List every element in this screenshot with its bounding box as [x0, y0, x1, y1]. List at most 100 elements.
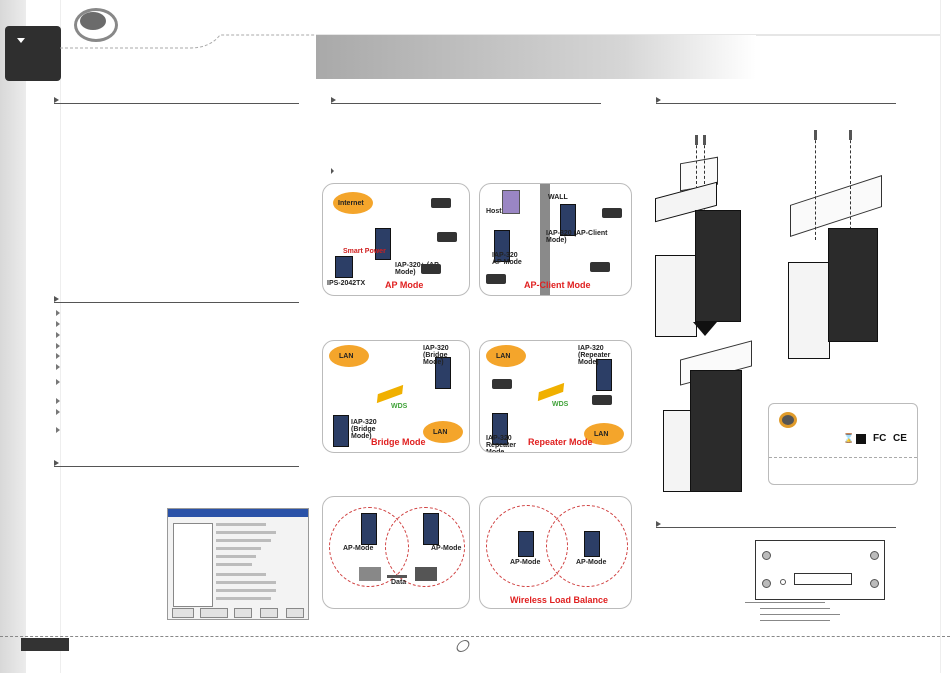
- mode-title: AP Mode: [385, 280, 424, 290]
- client-label: IAP-320 (AP-Client Mode): [546, 230, 608, 244]
- coverage-area: [385, 507, 465, 587]
- ap-label: IAP-320 AP Mode: [492, 252, 522, 266]
- access-point-icon: [375, 228, 391, 260]
- access-point-icon: [518, 531, 534, 557]
- section-rule: [54, 466, 299, 467]
- repeater-mode-diagram: LAN IAP-320 (Repeater Mode) IAP-320 Repe…: [479, 340, 632, 453]
- scan-button[interactable]: [200, 608, 228, 618]
- info-row: [216, 555, 256, 558]
- laptop-icon: [492, 379, 512, 389]
- mode-title: Wireless Load Balance: [510, 595, 608, 605]
- ap-label: AP-Mode: [576, 559, 607, 566]
- device-label: IAP-320+ (AP Mode): [395, 262, 439, 276]
- data-link: [387, 575, 407, 578]
- info-row: [216, 597, 271, 600]
- refresh-button[interactable]: [172, 608, 194, 618]
- logo-mark-icon: [80, 12, 106, 30]
- lan-label: LAN: [594, 431, 609, 438]
- device-label: IAP-320 (Bridge Mode): [423, 345, 449, 366]
- access-point-icon: [333, 415, 349, 447]
- load-balance-diagram: AP-Mode AP-Mode Wireless Load Balance: [479, 496, 632, 609]
- brand-logo-mark: [782, 415, 794, 425]
- ap-mode-diagram: Internet IAP-320+ (AP Mode) IPS-2042TX S…: [322, 183, 470, 296]
- callout-line: [760, 608, 830, 609]
- header-banner: [316, 35, 756, 79]
- laptop-icon: [602, 208, 622, 218]
- guide-line: [815, 130, 816, 240]
- host-label: Host: [486, 208, 502, 215]
- internet-cloud-icon: [333, 192, 373, 214]
- access-point-icon: [560, 204, 576, 236]
- info-row: [216, 581, 276, 584]
- feature-bullet-icon: [56, 427, 64, 435]
- host-icon: [502, 190, 520, 214]
- section-arrow-icon: [656, 97, 661, 103]
- device-label: IAP-320 (Repeater Mode): [578, 345, 611, 366]
- section-rule: [656, 103, 896, 104]
- down-arrow-icon: [693, 322, 717, 336]
- apply-button[interactable]: [234, 608, 252, 618]
- window-titlebar: [168, 509, 308, 517]
- lan-label: LAN: [339, 353, 354, 360]
- info-row: [216, 539, 271, 542]
- guide-line: [60, 0, 61, 673]
- section-rule: [54, 103, 299, 104]
- lan-label: LAN: [433, 429, 448, 436]
- feature-bullet-icon: [56, 379, 64, 387]
- front-panel-diagram: [755, 540, 885, 600]
- feature-bullet-icon: [56, 409, 64, 417]
- access-point-icon: [492, 413, 508, 445]
- device-list: [173, 523, 213, 607]
- lan-cloud-icon: [423, 421, 463, 443]
- wds-link: WDS: [537, 382, 568, 408]
- mount-hole: [762, 551, 771, 560]
- guide-line: [940, 0, 941, 673]
- laptop-icon: [486, 274, 506, 284]
- device-label: IAP-320 Repeater Mode: [486, 435, 516, 453]
- left-sidebar-strip: [0, 0, 26, 673]
- laptop-icon: [590, 262, 610, 272]
- chevron-down-icon: [17, 38, 25, 43]
- footer-logo-icon: [454, 640, 472, 652]
- ap-label: AP-Mode: [510, 559, 541, 566]
- access-point-icon: [494, 230, 510, 262]
- feature-bullet-icon: [56, 398, 64, 406]
- product-label-card: [768, 403, 918, 485]
- section-rule: [54, 302, 299, 303]
- device-label: IAP-320 (Bridge Mode): [351, 419, 377, 440]
- screw-icon: [703, 135, 706, 145]
- section-rule: [331, 103, 601, 104]
- section-arrow-icon: [331, 97, 336, 103]
- ap-wds-diagram: AP-Mode AP-Mode Data: [322, 496, 470, 609]
- feature-bullet-icon: [56, 332, 64, 340]
- info-row: [216, 547, 261, 550]
- callout-line: [745, 602, 825, 603]
- feature-bullet-icon: [56, 321, 64, 329]
- info-row: [216, 563, 252, 566]
- chapter-tab[interactable]: [5, 26, 61, 81]
- access-point-icon: [584, 531, 600, 557]
- feature-bullet-icon: [56, 343, 64, 351]
- footer-rule: [0, 636, 950, 638]
- wds-link: WDS: [376, 384, 407, 410]
- device-side: [663, 410, 693, 492]
- ce-mark: CE: [893, 433, 907, 444]
- lan-cloud-icon: [584, 423, 624, 445]
- machine-icon: [415, 567, 437, 581]
- feature-bullet-icon: [56, 310, 64, 318]
- lan-cloud-icon: [486, 345, 526, 367]
- access-point-icon: [361, 513, 377, 545]
- led-indicator: [780, 579, 786, 585]
- about-button[interactable]: [260, 608, 278, 618]
- section-rule: [656, 527, 896, 528]
- mount-hole: [762, 579, 771, 588]
- info-row: [216, 589, 276, 592]
- device-side: [655, 255, 697, 337]
- info-row: [216, 523, 266, 526]
- lan-label: LAN: [496, 353, 511, 360]
- exit-button[interactable]: [286, 608, 304, 618]
- info-row: [216, 573, 266, 576]
- page-tab: [21, 638, 69, 651]
- access-point-icon: [423, 513, 439, 545]
- section-arrow-icon: [54, 460, 59, 466]
